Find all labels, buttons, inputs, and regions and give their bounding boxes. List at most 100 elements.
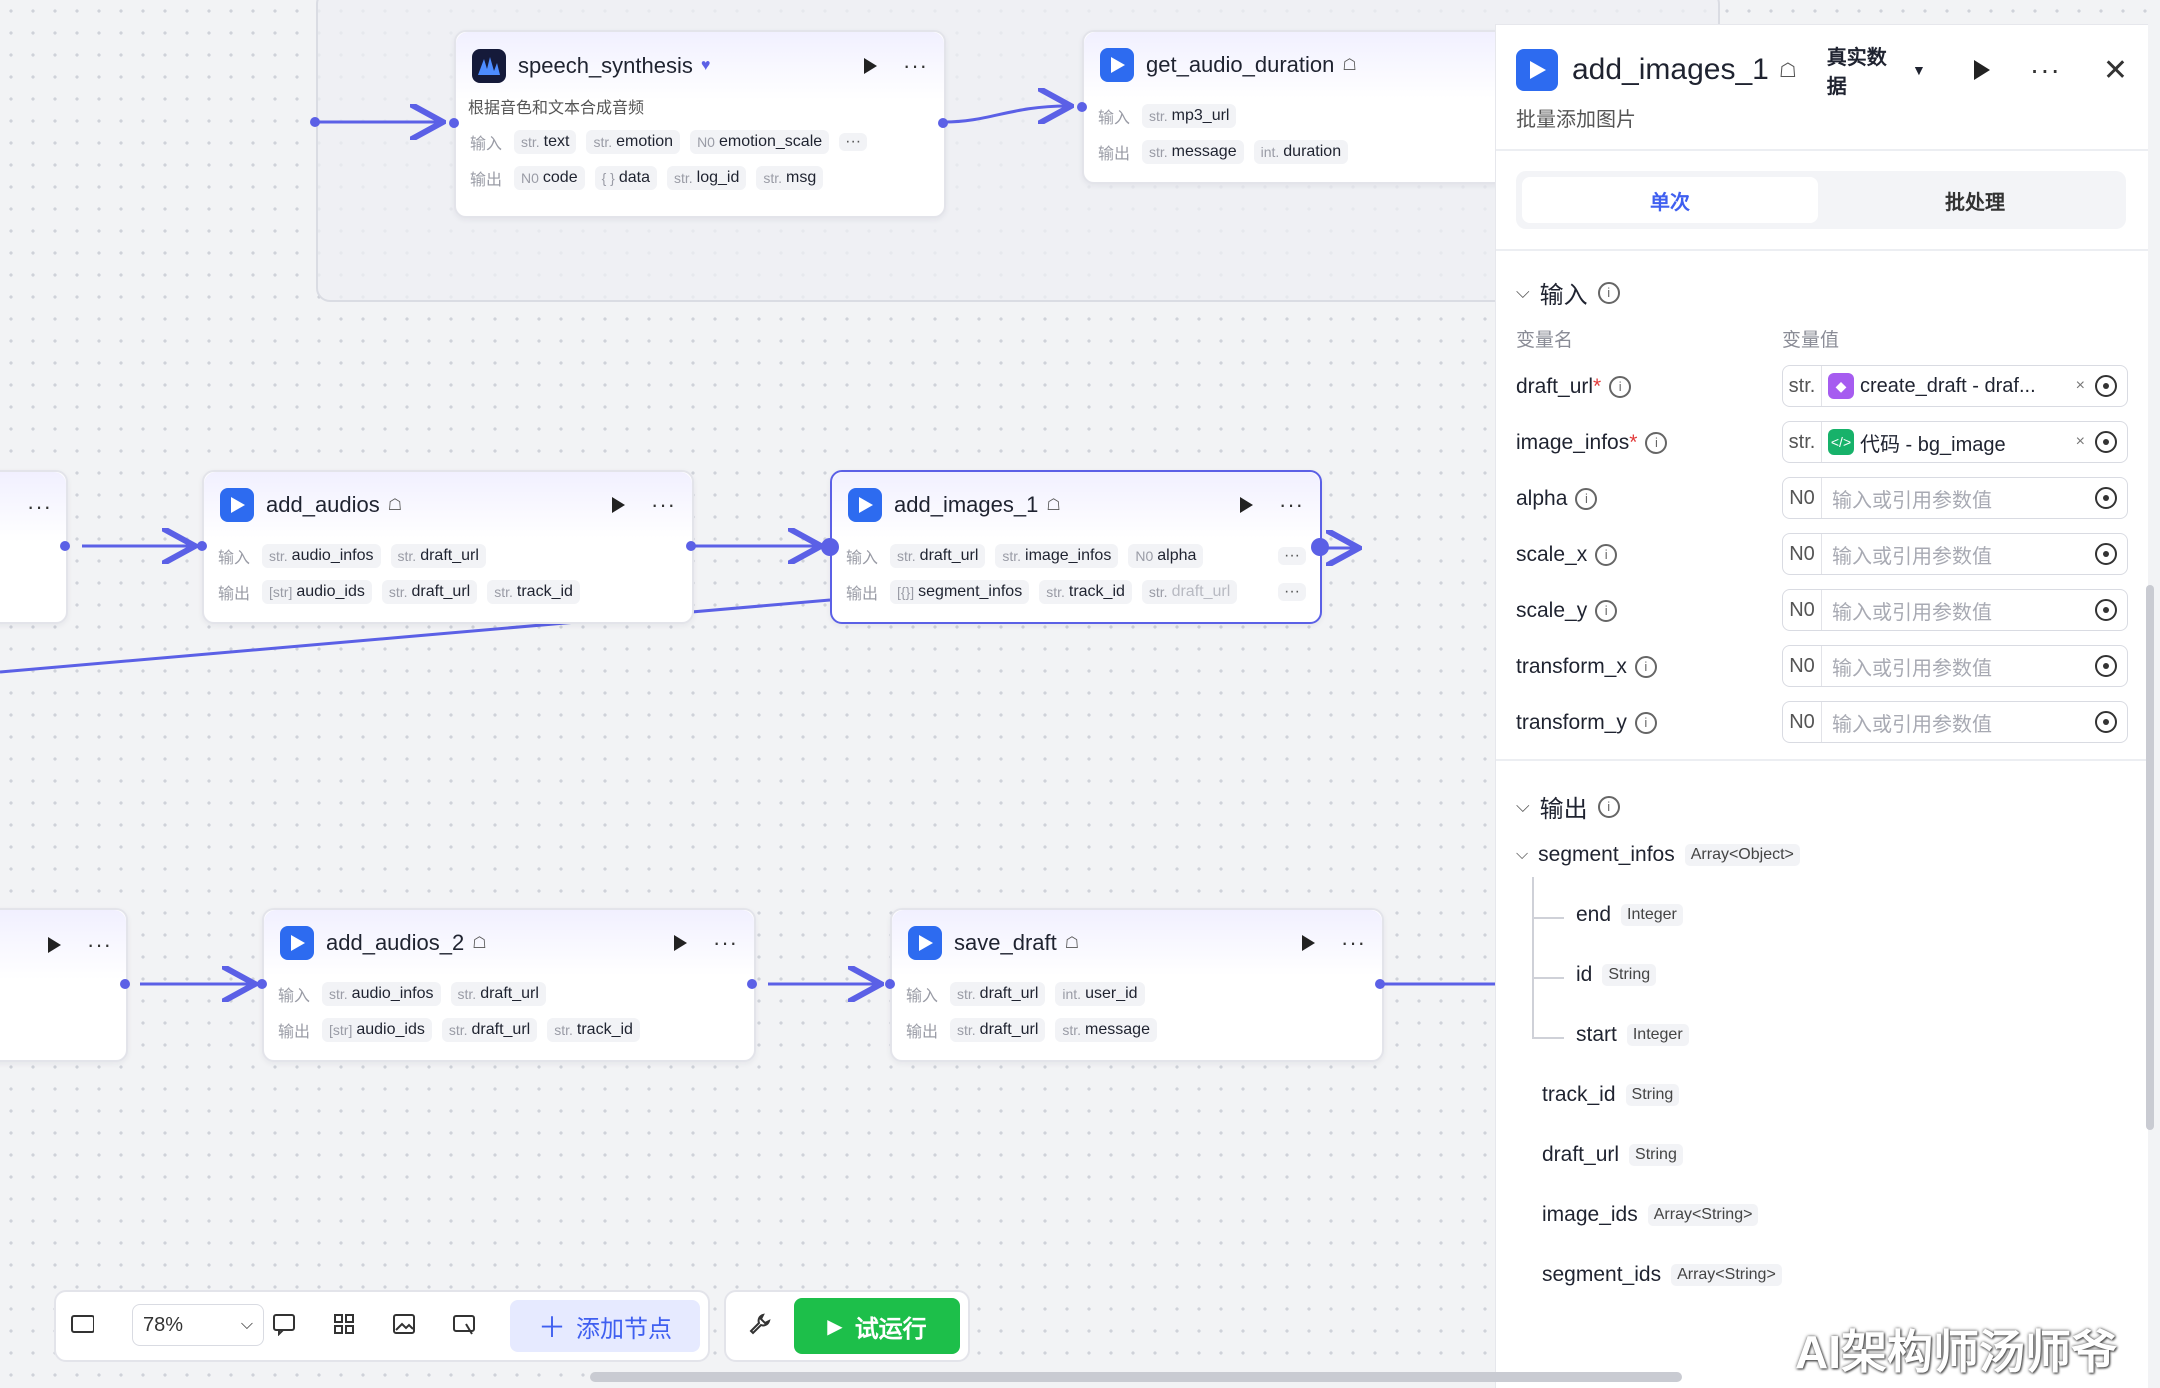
panel-scrollbar[interactable] bbox=[2146, 585, 2154, 1130]
run-node-icon[interactable] bbox=[612, 497, 626, 513]
input-port[interactable] bbox=[197, 541, 207, 551]
node-outputs: 输出 [{}]segment_infos str.track_id str.dr… bbox=[832, 574, 1320, 610]
more-icon[interactable]: ··· bbox=[651, 492, 676, 517]
reference-target-icon[interactable] bbox=[2095, 487, 2117, 509]
run-node-icon[interactable] bbox=[1973, 60, 1990, 80]
canvas-horizontal-scrollbar[interactable] bbox=[590, 1372, 1682, 1382]
node-partial-left-1[interactable]: ··· bbox=[0, 470, 68, 624]
reference-target-icon[interactable] bbox=[2095, 655, 2117, 677]
more-inputs-button[interactable]: ··· bbox=[839, 133, 868, 151]
input-port[interactable] bbox=[821, 538, 839, 556]
more-icon[interactable]: ··· bbox=[903, 53, 928, 78]
clear-icon[interactable]: × bbox=[2075, 377, 2085, 394]
more-inputs-button[interactable]: ··· bbox=[1278, 547, 1306, 565]
more-icon[interactable]: ··· bbox=[1279, 492, 1304, 517]
reference-target-icon[interactable] bbox=[2095, 431, 2117, 453]
chevron-down-icon[interactable]: ⌵ bbox=[1516, 846, 1529, 863]
test-run-button[interactable]: ▶ 试运行 bbox=[794, 1298, 960, 1354]
wrench-icon[interactable] bbox=[748, 1312, 772, 1336]
layout-grid-icon[interactable] bbox=[332, 1312, 356, 1336]
param-field[interactable]: str.</>代码 - bg_image× bbox=[1782, 421, 2128, 463]
type-indicator: N0 bbox=[1783, 702, 1822, 742]
node-add-images-1[interactable]: add_images_1 ☖ ··· 输入 str.draft_url str.… bbox=[830, 470, 1322, 624]
data-mode-select[interactable]: 真实数据 ▼ bbox=[1827, 41, 1926, 99]
more-icon[interactable]: ··· bbox=[1341, 930, 1366, 955]
reference-target-icon[interactable] bbox=[2095, 599, 2117, 621]
run-toolbar: ▶ 试运行 bbox=[724, 1290, 970, 1362]
param-name-text: alpha bbox=[1516, 487, 1568, 510]
param-value-input[interactable]: 输入或引用参数值 bbox=[1832, 713, 1992, 736]
param-value-input[interactable]: 输入或引用参数值 bbox=[1832, 545, 1992, 568]
comment-icon[interactable] bbox=[272, 1312, 296, 1336]
param-value-input[interactable]: 输入或引用参数值 bbox=[1832, 657, 1992, 680]
image-icon[interactable] bbox=[392, 1312, 416, 1336]
output-port[interactable] bbox=[686, 541, 696, 551]
input-port[interactable] bbox=[1077, 102, 1087, 112]
close-icon[interactable]: ✕ bbox=[2102, 53, 2128, 87]
node-add-audios-2[interactable]: add_audios_2 ☖ ··· 输入 str.audio_infos st… bbox=[262, 908, 756, 1062]
param-value-input[interactable]: 输入或引用参数值 bbox=[1832, 489, 1992, 512]
input-section-header[interactable]: ⌵ 输入 i bbox=[1516, 275, 1620, 310]
output-port[interactable] bbox=[120, 979, 130, 989]
input-port[interactable] bbox=[257, 979, 267, 989]
param-field[interactable]: N0 输入或引用参数值 bbox=[1782, 701, 2128, 743]
add-node-button[interactable]: ＋ 添加节点 bbox=[510, 1300, 700, 1352]
param-name-text: scale_y bbox=[1516, 599, 1588, 622]
output-name: segment_ids bbox=[1542, 1263, 1662, 1286]
more-icon[interactable]: ··· bbox=[713, 930, 738, 955]
tab-batch[interactable]: 批处理 bbox=[1945, 191, 2005, 214]
output-port[interactable] bbox=[310, 117, 320, 127]
more-outputs-button[interactable]: ··· bbox=[1278, 583, 1306, 601]
tab-single[interactable]: 单次 bbox=[1522, 177, 1818, 223]
output-port[interactable] bbox=[60, 541, 70, 551]
outputs-label: 输出 bbox=[470, 172, 503, 189]
output-port[interactable] bbox=[1375, 979, 1385, 989]
node-add-audios[interactable]: add_audios ☖ ··· 输入 str.audio_infos str.… bbox=[202, 470, 694, 624]
reference-target-icon[interactable] bbox=[2095, 711, 2117, 733]
node-save-draft[interactable]: save_draft ☖ ··· 输入 str.draft_url int.us… bbox=[890, 908, 1384, 1062]
zoom-select[interactable]: 78% ⌵ bbox=[132, 1304, 264, 1346]
canvas-toolbar: 78% ⌵ ＋ 添加节点 bbox=[54, 1290, 710, 1362]
info-icon: i bbox=[1634, 656, 1657, 678]
minimap-toggle-icon[interactable] bbox=[70, 1312, 94, 1336]
more-icon[interactable]: ··· bbox=[87, 932, 112, 957]
run-node-icon[interactable] bbox=[1302, 935, 1316, 951]
reference-target-icon[interactable] bbox=[2095, 543, 2117, 565]
interaction-mode-icon[interactable] bbox=[452, 1312, 476, 1336]
reference-target-icon[interactable] bbox=[2095, 375, 2117, 397]
run-node-icon[interactable] bbox=[674, 935, 688, 951]
run-node-icon[interactable] bbox=[1240, 497, 1254, 513]
tree-connector bbox=[1532, 1037, 1564, 1039]
input-port[interactable] bbox=[449, 118, 459, 128]
output-type-tag: String bbox=[1602, 964, 1657, 986]
cube-icon: ◆ bbox=[1828, 373, 1854, 399]
more-icon[interactable]: ··· bbox=[2029, 54, 2061, 85]
output-port[interactable] bbox=[938, 118, 948, 128]
input-port[interactable] bbox=[885, 979, 895, 989]
node-get-audio-duration[interactable]: get_audio_duration ☖ 输入 str.mp3_url 输出 s… bbox=[1082, 30, 1526, 184]
store-icon: ☖ bbox=[1778, 59, 1797, 82]
output-port[interactable] bbox=[747, 979, 757, 989]
run-node-icon[interactable] bbox=[864, 58, 878, 74]
node-speech-synthesis[interactable]: speech_synthesis ♥ ··· 根据音色和文本合成音频 输入 st… bbox=[454, 30, 946, 218]
output-port[interactable] bbox=[1311, 538, 1329, 556]
output-section-header[interactable]: ⌵ 输出 i bbox=[1516, 789, 1620, 824]
param-field[interactable]: str.◆create_draft - draf...× bbox=[1782, 365, 2128, 407]
reference-value[interactable]: ◆create_draft - draf... bbox=[1822, 373, 2076, 399]
reference-value[interactable]: </>代码 - bg_image bbox=[1822, 428, 2076, 457]
param-value-input[interactable]: 输入或引用参数值 bbox=[1832, 601, 1992, 624]
more-icon[interactable]: ··· bbox=[27, 494, 52, 519]
run-node-icon[interactable] bbox=[48, 937, 62, 953]
node-partial-left-2[interactable]: ··· bbox=[0, 908, 128, 1062]
clear-icon[interactable]: × bbox=[2075, 433, 2085, 450]
